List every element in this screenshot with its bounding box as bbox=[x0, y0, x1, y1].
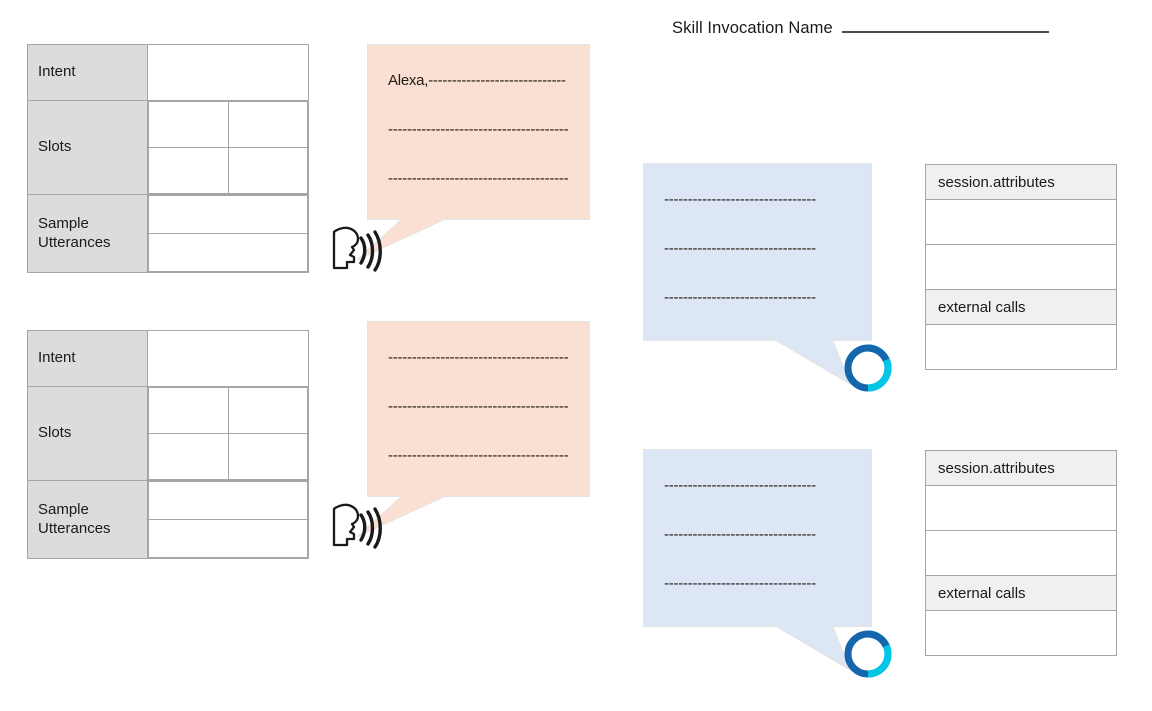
table-row: external calls bbox=[925, 575, 1117, 611]
session-attributes-cell[interactable] bbox=[925, 199, 1117, 245]
bubble-line: -------------------------------------- bbox=[388, 448, 569, 463]
bubble-line: -------------------------------- bbox=[664, 192, 816, 207]
bubble-line: -------------------------------- bbox=[664, 576, 816, 591]
external-calls-header: external calls bbox=[925, 575, 1117, 611]
slot-type-cell[interactable] bbox=[227, 101, 308, 148]
sample-utterances-stack bbox=[148, 481, 308, 558]
table-row: session.attributes bbox=[925, 164, 1117, 200]
bubble-line: -------------------------------- bbox=[664, 478, 816, 493]
external-calls-cell[interactable] bbox=[925, 324, 1117, 370]
external-calls-header: external calls bbox=[925, 289, 1117, 325]
table-row: Slots bbox=[27, 386, 309, 481]
slots-grid bbox=[148, 101, 308, 194]
alexa-response-bubble-1[interactable]: -------------------------------- -------… bbox=[643, 163, 872, 341]
table-row bbox=[148, 101, 308, 148]
bubble-line: Alexa,----------------------------- bbox=[388, 73, 566, 88]
intent-value-cell[interactable] bbox=[147, 330, 309, 387]
bubble-lines: -------------------------------- -------… bbox=[644, 164, 871, 340]
table-row bbox=[148, 233, 308, 272]
speaking-head-icon bbox=[332, 226, 382, 272]
table-row bbox=[925, 199, 1117, 245]
session-table-1: session.attributes external calls bbox=[925, 164, 1117, 370]
table-row: session.attributes bbox=[925, 450, 1117, 486]
session-table-2: session.attributes external calls bbox=[925, 450, 1117, 656]
bubble-lines: -------------------------------- -------… bbox=[644, 450, 871, 626]
alexa-ring-icon bbox=[844, 344, 892, 392]
table-row bbox=[925, 324, 1117, 370]
sample-utterances-group bbox=[147, 480, 309, 559]
utterance-cell[interactable] bbox=[148, 195, 308, 234]
table-row: Intent bbox=[27, 330, 309, 387]
row-label-intent: Intent bbox=[27, 44, 148, 101]
intent-value-cell[interactable] bbox=[147, 44, 309, 101]
sample-utterances-group bbox=[147, 194, 309, 273]
table-row bbox=[148, 481, 308, 520]
table-row: Sample Utterances bbox=[27, 480, 309, 559]
intent-table-1: Intent Slots Sample Utterances bbox=[27, 44, 309, 273]
row-label-sample-utterances: Sample Utterances bbox=[27, 194, 148, 273]
table-row bbox=[148, 433, 308, 480]
session-attributes-cell[interactable] bbox=[925, 485, 1117, 531]
session-attributes-cell[interactable] bbox=[925, 530, 1117, 576]
skill-invocation-name-label: Skill Invocation Name bbox=[672, 19, 833, 37]
sample-utterances-stack bbox=[148, 195, 308, 272]
bubble-lines: Alexa,----------------------------- ----… bbox=[368, 45, 589, 219]
table-row: Intent bbox=[27, 44, 309, 101]
slot-type-cell[interactable] bbox=[227, 433, 308, 480]
speaking-head-icon bbox=[332, 503, 382, 549]
slot-type-cell[interactable] bbox=[227, 387, 308, 434]
bubble-line: -------------------------------------- bbox=[388, 122, 569, 137]
slot-name-cell[interactable] bbox=[148, 387, 229, 434]
table-row bbox=[925, 244, 1117, 290]
table-row bbox=[925, 530, 1117, 576]
session-attributes-header: session.attributes bbox=[925, 450, 1117, 486]
table-row: external calls bbox=[925, 289, 1117, 325]
table-row: Sample Utterances bbox=[27, 194, 309, 273]
intent-table-2: Intent Slots Sample Utterances bbox=[27, 330, 309, 559]
skill-invocation-name-header: Skill Invocation Name bbox=[672, 19, 1049, 38]
table-row bbox=[148, 147, 308, 194]
bubble-lines: -------------------------------------- -… bbox=[368, 322, 589, 496]
session-attributes-header: session.attributes bbox=[925, 164, 1117, 200]
utterance-cell[interactable] bbox=[148, 481, 308, 520]
slot-name-cell[interactable] bbox=[148, 101, 229, 148]
bubble-line: -------------------------------- bbox=[664, 527, 816, 542]
bubble-line: -------------------------------------- bbox=[388, 350, 569, 365]
table-row bbox=[925, 485, 1117, 531]
user-speech-bubble-2[interactable]: -------------------------------------- -… bbox=[367, 321, 590, 497]
row-label-sample-utterances: Sample Utterances bbox=[27, 480, 148, 559]
bubble-line: -------------------------------- bbox=[664, 241, 816, 256]
slot-name-cell[interactable] bbox=[148, 147, 229, 194]
slot-name-cell[interactable] bbox=[148, 433, 229, 480]
slots-value-group bbox=[147, 386, 309, 481]
utterance-cell[interactable] bbox=[148, 233, 308, 272]
table-row: Slots bbox=[27, 100, 309, 195]
table-row bbox=[148, 195, 308, 234]
bubble-line: -------------------------------- bbox=[664, 290, 816, 305]
slot-type-cell[interactable] bbox=[227, 147, 308, 194]
alexa-ring-icon bbox=[844, 630, 892, 678]
user-speech-bubble-1[interactable]: Alexa,----------------------------- ----… bbox=[367, 44, 590, 220]
utterance-cell[interactable] bbox=[148, 519, 308, 558]
bubble-line: -------------------------------------- bbox=[388, 171, 569, 186]
external-calls-cell[interactable] bbox=[925, 610, 1117, 656]
skill-invocation-name-blank[interactable] bbox=[841, 20, 1049, 33]
row-label-slots: Slots bbox=[27, 386, 148, 481]
session-attributes-cell[interactable] bbox=[925, 244, 1117, 290]
slots-value-group bbox=[147, 100, 309, 195]
alexa-response-bubble-2[interactable]: -------------------------------- -------… bbox=[643, 449, 872, 627]
table-row bbox=[925, 610, 1117, 656]
bubble-line: -------------------------------------- bbox=[388, 399, 569, 414]
table-row bbox=[148, 519, 308, 558]
slots-grid bbox=[148, 387, 308, 480]
row-label-intent: Intent bbox=[27, 330, 148, 387]
table-row bbox=[148, 387, 308, 434]
row-label-slots: Slots bbox=[27, 100, 148, 195]
